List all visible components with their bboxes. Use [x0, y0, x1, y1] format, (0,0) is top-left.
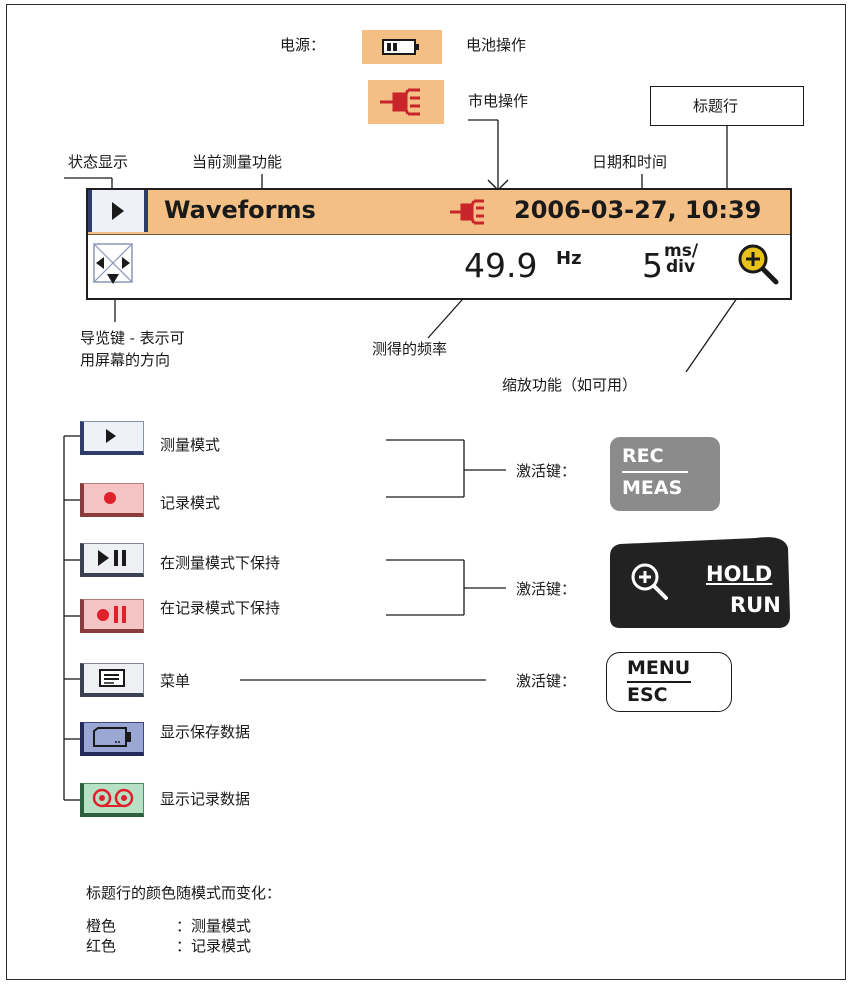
battery-icon — [362, 30, 442, 64]
menu-key-top: MENU — [627, 657, 691, 679]
rec-key-bottom: MEAS — [622, 477, 683, 499]
hold-record-icon — [80, 599, 144, 633]
show-recorded-label: 显示记录数据 — [160, 790, 251, 808]
date-time-label: 日期和时间 — [592, 153, 668, 171]
orange-value: ：测量模式 — [176, 917, 252, 935]
measure-mode-label: 测量模式 — [160, 436, 221, 454]
title-row-box: 标题行 — [650, 86, 804, 126]
title-bar: Waveforms 2006-03-27, 10:39 49.9 H — [86, 188, 792, 300]
record-mode-icon — [80, 483, 144, 517]
diagram-frame — [6, 4, 846, 980]
menu-esc-key[interactable]: MENU ESC — [606, 652, 732, 712]
hold-measure-icon — [80, 543, 144, 577]
activation-key-label-2: 激活键： — [516, 580, 577, 598]
zoom-icon — [736, 242, 780, 292]
power-label: 电源： — [280, 36, 326, 54]
timebase-unit-top: ms/ — [664, 241, 699, 261]
hold-zoom-icon — [628, 560, 672, 608]
title-bar-header: Waveforms 2006-03-27, 10:39 — [88, 190, 790, 235]
timebase-value: 5 — [642, 246, 663, 285]
nav-keys-label-line1: 导览键 - 表示可 — [80, 329, 185, 347]
menu-label: 菜单 — [160, 672, 191, 690]
hold-run-key[interactable]: HOLD RUN — [606, 530, 794, 630]
red-label: 红色 — [86, 937, 117, 955]
nav-keys-label-line2: 用屏幕的方向 — [80, 351, 171, 369]
status-play-icon — [88, 190, 148, 232]
show-saved-icon — [80, 722, 144, 756]
timebase-unit-bottom: div — [666, 257, 696, 277]
title-row-label: 标题行 — [693, 97, 739, 115]
status-display-label: 状态显示 — [68, 153, 129, 171]
hold-record-label: 在记录模式下保持 — [160, 599, 281, 617]
menu-icon — [80, 663, 144, 697]
mains-operation-label: 市电操作 — [468, 92, 529, 110]
hold-measure-label: 在测量模式下保持 — [160, 554, 281, 572]
activation-key-label-1: 激活键： — [516, 462, 577, 480]
record-mode-label: 记录模式 — [160, 494, 221, 512]
function-name: Waveforms — [164, 196, 316, 224]
hold-key-top: HOLD — [706, 562, 773, 586]
measured-frequency-label: 测得的频率 — [372, 340, 448, 358]
rec-meas-key[interactable]: REC MEAS — [610, 437, 720, 511]
show-saved-label: 显示保存数据 — [160, 723, 251, 741]
battery-operation-label: 电池操作 — [466, 36, 527, 54]
navigation-keys-icon — [92, 242, 136, 286]
rec-key-divider — [622, 471, 688, 473]
current-function-label: 当前测量功能 — [192, 153, 283, 171]
footer-heading: 标题行的颜色随模式而变化： — [86, 884, 282, 902]
menu-key-bottom: ESC — [627, 684, 668, 706]
rec-key-top: REC — [622, 445, 664, 467]
frequency-unit: Hz — [556, 248, 582, 269]
frequency-value: 49.9 — [464, 246, 538, 285]
date-time-value: 2006-03-27, 10:39 — [514, 196, 762, 224]
menu-key-divider — [627, 681, 691, 683]
hold-key-shape — [610, 537, 790, 628]
mains-plug-icon — [368, 80, 444, 124]
show-recorded-icon — [80, 783, 144, 817]
zoom-function-label: 缩放功能（如可用） — [502, 376, 638, 394]
activation-key-label-3: 激活键： — [516, 672, 577, 690]
hold-key-bottom: RUN — [730, 593, 781, 617]
red-value: ：记录模式 — [176, 937, 252, 955]
measure-mode-icon — [80, 421, 144, 455]
orange-label: 橙色 — [86, 917, 117, 935]
mains-plug-small-icon — [446, 194, 496, 234]
